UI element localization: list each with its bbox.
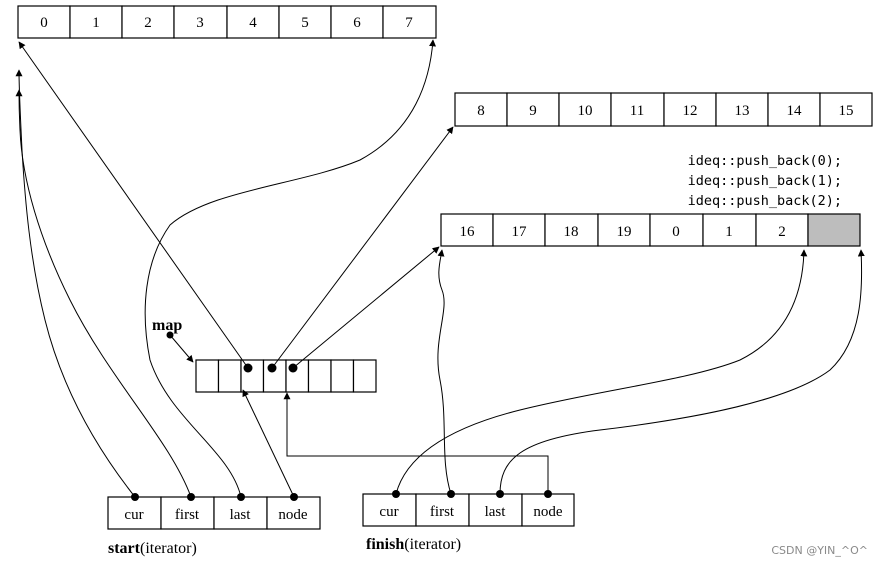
start-cur-arrow <box>15 69 136 498</box>
start-field-label: cur <box>124 507 143 523</box>
start-field-box <box>213 496 268 530</box>
buffer-1-cell-label: 15 <box>839 103 854 119</box>
buffer-0-cell-label: 2 <box>144 15 152 31</box>
buffer-1-cell <box>610 92 665 127</box>
finish-field-box <box>415 493 470 527</box>
finish-field-label: last <box>485 504 507 520</box>
buffer-1-cell-label: 9 <box>529 103 537 119</box>
buffer-0-cell-label: 6 <box>353 15 361 31</box>
map-node <box>195 359 220 393</box>
start-node-arrow <box>242 389 295 498</box>
start-field-box <box>160 496 215 530</box>
finish-cur-arrow <box>395 249 808 495</box>
buffer-2-cell-label: 16 <box>460 224 476 240</box>
finish-node-arrow <box>283 392 549 494</box>
buffer-2-cell <box>544 213 599 247</box>
finish-suffix: (iterator) <box>404 536 461 553</box>
finish-field-label: node <box>533 504 563 520</box>
map-label-arrow <box>169 334 194 363</box>
buffer-0-cell-label: 7 <box>405 15 413 31</box>
map-node-array <box>195 359 377 393</box>
buffer-1-cell <box>819 92 873 127</box>
buffer-2-cell-label: 17 <box>512 224 528 240</box>
buffer-1-cell-label: 12 <box>683 103 698 119</box>
buffer-2-cell <box>440 213 494 247</box>
start-field-label: node <box>278 507 308 523</box>
map-node <box>307 359 332 393</box>
buffer-1-cell-label: 11 <box>630 103 644 119</box>
finish-iterator-caption: finish(iterator) <box>366 536 461 553</box>
buffer-2-cell <box>649 213 704 247</box>
buffer-0-cell-label: 0 <box>40 15 48 31</box>
buffer-0-cell-label: 5 <box>301 15 309 31</box>
buffer-2-cell <box>597 213 651 247</box>
buffer-1-cell <box>715 92 769 127</box>
buffer-2-cell <box>755 213 809 247</box>
map-node <box>352 359 377 393</box>
start-suffix: (iterator) <box>140 540 197 557</box>
start-iterator-caption: start(iterator) <box>108 540 197 557</box>
buffer-0-cell <box>121 5 175 39</box>
finish-iterator: cur first last node <box>362 490 575 527</box>
push-back-code: ideq::push_back(0); ideq::push_back(1); … <box>688 153 842 209</box>
code-line: ideq::push_back(1); <box>688 173 842 189</box>
start-field-label: last <box>230 507 252 523</box>
buffer-0-cell <box>382 5 437 39</box>
map-to-buffer-2-arrow <box>292 246 440 369</box>
buffer-0: 0 1 2 3 4 5 6 7 <box>17 5 437 39</box>
finish-field-label: cur <box>379 504 398 520</box>
buffer-2-cell-label: 18 <box>564 224 579 240</box>
buffer-1-cell-label: 13 <box>735 103 750 119</box>
buffer-0-cell <box>69 5 123 39</box>
map-node <box>217 359 242 393</box>
buffer-1-cell-label: 14 <box>787 103 803 119</box>
buffer-0-cell <box>226 5 280 39</box>
buffer-0-cell <box>17 5 71 39</box>
watermark: CSDN @YIN_^O^ <box>771 544 868 557</box>
start-first-arrow <box>15 89 192 498</box>
map-node <box>240 359 265 393</box>
finish-field-box <box>362 493 417 527</box>
map-label: map <box>152 317 182 334</box>
map-node <box>330 359 355 393</box>
buffer-2-cell <box>702 213 757 247</box>
buffer-1-cell <box>506 92 560 127</box>
start-iterator: cur first last node <box>107 493 321 530</box>
buffer-2-cell-label: 19 <box>617 224 632 240</box>
code-line: ideq::push_back(0); <box>688 153 842 169</box>
buffer-1-cell <box>663 92 717 127</box>
buffer-0-cell-label: 1 <box>92 15 100 31</box>
finish-last-arrow <box>499 249 865 495</box>
buffer-0-cell-label: 4 <box>249 15 257 31</box>
buffer-2-empty-cell <box>807 213 861 247</box>
buffer-0-cell-label: 3 <box>196 15 204 31</box>
buffer-2-cell-label: 1 <box>725 224 733 240</box>
buffer-0-cell <box>278 5 332 39</box>
finish-first-arrow <box>437 249 452 495</box>
buffer-1-cell-label: 10 <box>578 103 593 119</box>
code-line: ideq::push_back(2); <box>688 193 842 209</box>
buffer-0-cell <box>330 5 384 39</box>
buffer-1: 8 9 10 11 12 13 14 15 <box>454 92 873 127</box>
buffer-2-cell-label: 0 <box>672 224 680 240</box>
start-field-box <box>107 496 162 530</box>
finish-name: finish <box>366 536 404 553</box>
finish-field-label: first <box>430 504 455 520</box>
buffer-2: 16 17 18 19 0 1 2 <box>440 213 861 247</box>
start-field-label: first <box>175 507 200 523</box>
buffer-1-cell <box>454 92 508 127</box>
buffer-1-cell-label: 8 <box>477 103 485 119</box>
map-to-buffer-0-arrow <box>18 41 249 369</box>
buffer-2-cell-label: 2 <box>778 224 786 240</box>
start-last-arrow <box>144 39 437 498</box>
map-to-buffer-1-arrow <box>271 126 454 369</box>
start-name: start <box>108 540 141 557</box>
